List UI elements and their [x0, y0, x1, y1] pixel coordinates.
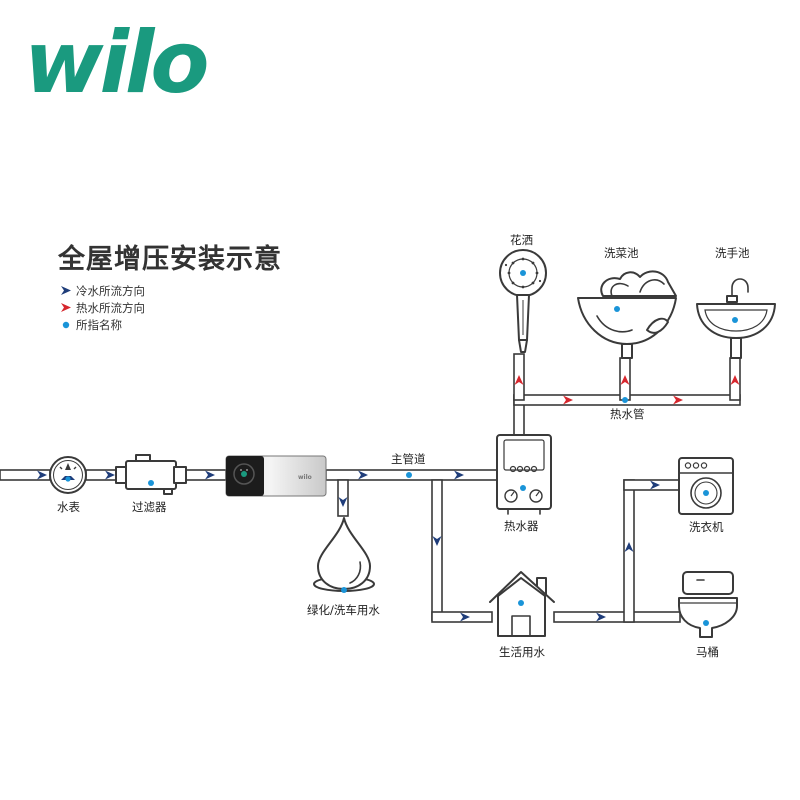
legend-hot: 热水所流方向	[61, 301, 145, 315]
hot-pipe-label: 热水管	[610, 407, 645, 421]
hot-arrow-icon	[620, 375, 630, 385]
shower-label: 花洒	[510, 233, 533, 247]
legend-hot-text: 热水所流方向	[76, 301, 145, 315]
greening-label: 绿化/洗车用水	[307, 603, 380, 617]
cold-arrow-icon	[61, 286, 71, 295]
water-heater-label: 热水器	[504, 519, 539, 533]
hot-arrow-icon	[563, 395, 573, 405]
cold-arrow-icon	[596, 612, 606, 622]
domestic-house	[489, 571, 555, 637]
main-pipe-label: 主管道	[391, 452, 426, 466]
cold-arrow-icon	[105, 470, 115, 480]
filter-label: 过滤器	[132, 500, 167, 514]
hot-pipe-dot	[622, 397, 628, 403]
washing-machine	[678, 457, 734, 515]
flow-arrows	[37, 375, 740, 622]
cold-arrow-icon	[624, 542, 634, 552]
filter	[115, 454, 187, 495]
veg-sink-label: 洗菜池	[604, 246, 639, 260]
cold-arrow-icon	[338, 497, 348, 507]
cold-arrow-icon	[358, 470, 368, 480]
hot-arrow-icon	[61, 303, 71, 312]
legend-dot-text: 所指名称	[76, 318, 122, 332]
cold-arrow-icon	[460, 612, 470, 622]
hot-arrow-icon	[514, 375, 524, 385]
diagram-title: 全屋增压安装示意	[57, 243, 282, 275]
cold-arrow-icon	[432, 536, 442, 546]
legend-cold: 冷水所流方向	[61, 284, 145, 298]
legend-cold-text: 冷水所流方向	[76, 284, 145, 298]
legend-dot: 所指名称	[62, 318, 122, 332]
hand-sink	[696, 278, 776, 359]
toilet	[678, 571, 738, 638]
pump-badge: wilo	[298, 474, 312, 481]
washing-machine-label: 洗衣机	[689, 520, 724, 534]
hot-arrow-icon	[673, 395, 683, 405]
toilet-label: 马桶	[696, 645, 719, 659]
domestic-water-label: 生活用水	[499, 645, 545, 659]
water-meter	[49, 456, 87, 494]
water-heater	[496, 434, 552, 515]
wilo-logo: wilo	[24, 13, 206, 113]
cold-arrow-icon	[454, 470, 464, 480]
hot-arrow-icon	[730, 375, 740, 385]
hand-sink-label: 洗手池	[715, 246, 750, 260]
dot-icon	[62, 321, 70, 329]
legend: 冷水所流方向 热水所流方向 所指名称	[61, 284, 145, 332]
greening-water	[313, 517, 375, 593]
cold-arrow-icon	[650, 480, 660, 490]
booster-pump: wilo	[225, 455, 327, 497]
main-pipe-dot	[406, 472, 412, 478]
vegetable-sink	[577, 270, 677, 359]
shower-head	[499, 249, 547, 353]
cold-arrow-icon	[205, 470, 215, 480]
cold-arrow-icon	[37, 470, 47, 480]
water-meter-label: 水表	[57, 500, 80, 514]
